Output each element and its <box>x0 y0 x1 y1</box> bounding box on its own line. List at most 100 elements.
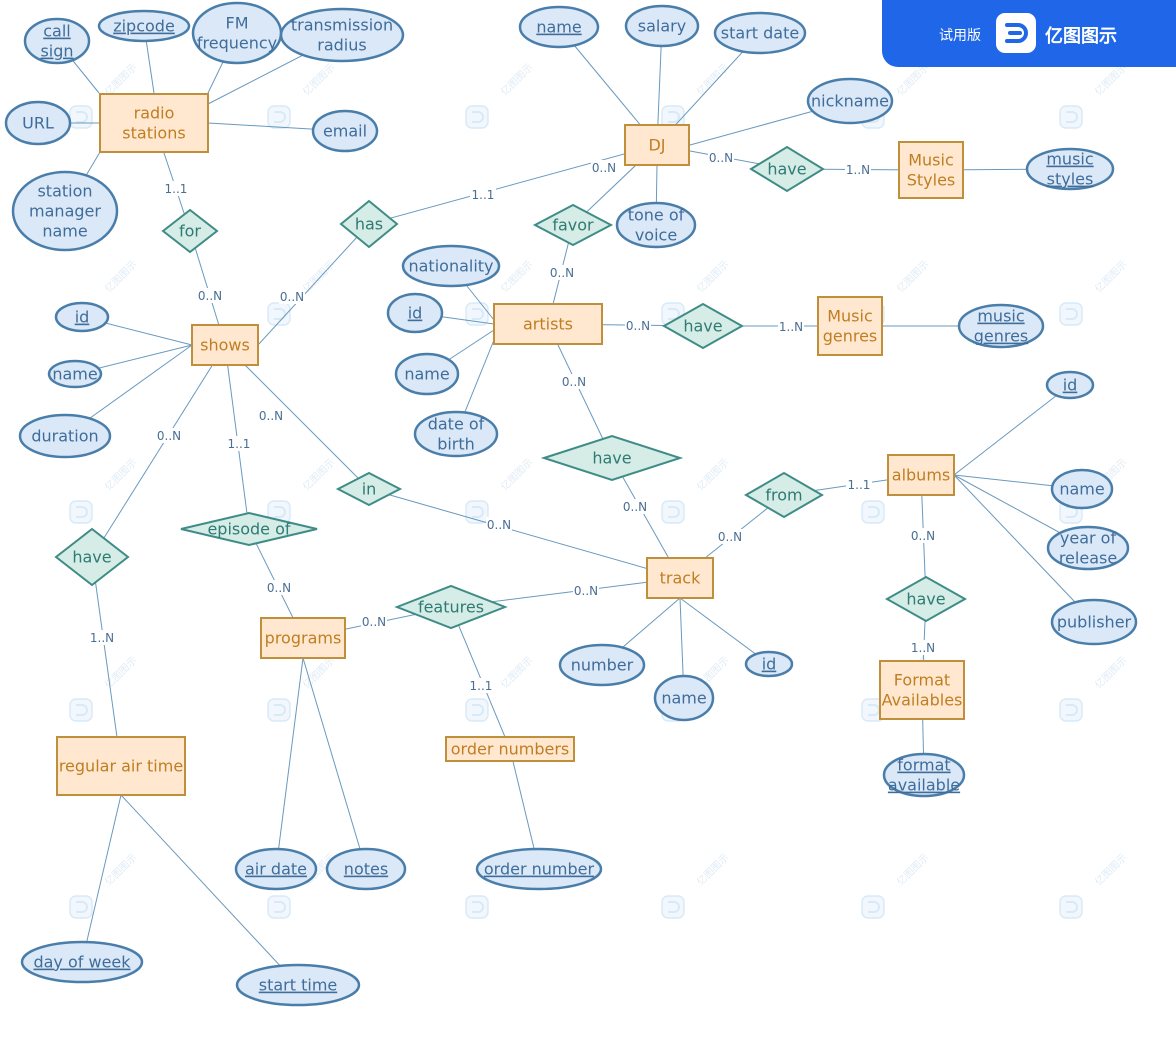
attribute-artist-name[interactable]: name <box>394 352 460 396</box>
entity-albums[interactable]: albums <box>887 454 955 496</box>
svg-text:1..N: 1..N <box>779 320 803 334</box>
cardinality-label: 0..N <box>156 428 182 443</box>
entity-shows[interactable]: shows <box>191 324 259 366</box>
edraw-watermark-icon <box>267 698 291 722</box>
edraw-watermark-icon <box>465 302 489 326</box>
watermark-text: 亿图图示 <box>498 258 535 295</box>
attribute-publisher[interactable]: publisher <box>1050 598 1138 646</box>
attribute-dj-name[interactable]: name <box>518 5 600 49</box>
attribute-air-date[interactable]: air date <box>234 847 318 891</box>
svg-text:Availables: Availables <box>882 691 963 710</box>
attribute-artist-id[interactable]: id <box>386 292 444 334</box>
relationship-have-artists-track[interactable]: have <box>540 434 684 482</box>
relationship-from[interactable]: from <box>744 471 824 519</box>
relationship-has[interactable]: has <box>339 199 399 249</box>
svg-text:music: music <box>977 307 1024 326</box>
svg-text:start time: start time <box>259 976 338 995</box>
svg-text:id: id <box>1063 376 1078 395</box>
watermark-text: 亿图图示 <box>498 654 535 691</box>
svg-text:stations: stations <box>122 124 185 143</box>
entity-dj[interactable]: DJ <box>624 124 690 166</box>
attribute-day-of-week[interactable]: day of week <box>20 940 144 984</box>
svg-text:id: id <box>75 308 90 327</box>
connector-line <box>953 474 1095 623</box>
attribute-nickname[interactable]: nickname <box>806 77 894 125</box>
relationship-favor[interactable]: favor <box>532 203 614 247</box>
attribute-salary[interactable]: salary <box>624 4 700 48</box>
trial-label: 试用版 <box>939 28 981 44</box>
svg-text:name: name <box>42 222 87 241</box>
relationship-for[interactable]: for <box>161 208 219 254</box>
attribute-order-number[interactable]: order number <box>475 847 603 891</box>
svg-text:0..N: 0..N <box>911 529 935 543</box>
watermark-text: 亿图图示 <box>694 61 731 98</box>
svg-text:URL: URL <box>22 114 54 133</box>
svg-text:shows: shows <box>200 336 250 355</box>
attribute-zipcode[interactable]: zipcode <box>97 9 191 43</box>
svg-text:duration: duration <box>31 427 98 446</box>
relationship-features[interactable]: features <box>394 584 508 630</box>
relationship-in[interactable]: in <box>335 471 403 507</box>
svg-text:format: format <box>897 756 950 775</box>
edraw-watermark-icon <box>661 500 685 524</box>
svg-text:radio: radio <box>134 104 175 123</box>
entity-artists[interactable]: artists <box>493 303 603 345</box>
entity-track[interactable]: track <box>646 557 714 599</box>
attribute-start-date[interactable]: start date <box>713 11 807 55</box>
relationship-episode-of[interactable]: episode of <box>180 511 318 547</box>
attribute-show-id[interactable]: id <box>54 301 110 333</box>
cardinality-label: 0..N <box>910 528 936 543</box>
attribute-nationality[interactable]: nationality <box>401 244 501 288</box>
relationship-have-albums-format[interactable]: have <box>884 575 968 623</box>
entity-regular-air-time[interactable]: regular air time <box>56 736 186 796</box>
attribute-email[interactable]: email <box>311 109 379 153</box>
svg-text:1..1: 1..1 <box>470 679 493 693</box>
svg-text:have: have <box>592 449 631 468</box>
watermark-text: 亿图图示 <box>1092 851 1129 888</box>
attribute-track-name[interactable]: name <box>653 674 715 722</box>
svg-text:year of: year of <box>1060 529 1117 548</box>
attribute-url[interactable]: URL <box>4 100 72 146</box>
attribute-number[interactable]: number <box>558 643 646 687</box>
svg-text:Music: Music <box>827 307 873 326</box>
attribute-start-time[interactable]: start time <box>235 963 361 1007</box>
svg-text:start date: start date <box>721 24 799 43</box>
relationship-have-artists-genres[interactable]: have <box>661 302 745 350</box>
attribute-duration[interactable]: duration <box>18 413 112 459</box>
watermark-text: 亿图图示 <box>300 258 337 295</box>
attribute-album-name[interactable]: name <box>1050 468 1114 510</box>
watermark-text: 亿图图示 <box>300 654 337 691</box>
watermark-text: 亿图图示 <box>694 851 731 888</box>
svg-text:0..N: 0..N <box>362 615 386 629</box>
svg-text:favor: favor <box>552 216 594 235</box>
attribute-track-id[interactable]: id <box>744 650 794 678</box>
attribute-show-name[interactable]: name <box>47 359 103 389</box>
trial-badge[interactable]: 试用版 亿图图示 <box>882 0 1176 67</box>
cardinality-label: 1..N <box>89 630 115 645</box>
relationship-have-dj-styles[interactable]: have <box>749 145 825 193</box>
entity-programs[interactable]: programs <box>260 617 346 659</box>
attribute-album-id[interactable]: id <box>1045 370 1095 400</box>
svg-text:order numbers: order numbers <box>451 740 570 759</box>
svg-text:1..N: 1..N <box>911 641 935 655</box>
relationship-have-shows-airtime[interactable]: have <box>54 527 130 587</box>
watermark-text: 亿图图示 <box>1092 258 1129 295</box>
entity-order-numbers[interactable]: order numbers <box>445 736 575 762</box>
cardinality-label: 0..N <box>266 580 292 595</box>
watermark-text: 亿图图示 <box>894 258 931 295</box>
attribute-notes[interactable]: notes <box>325 847 407 891</box>
